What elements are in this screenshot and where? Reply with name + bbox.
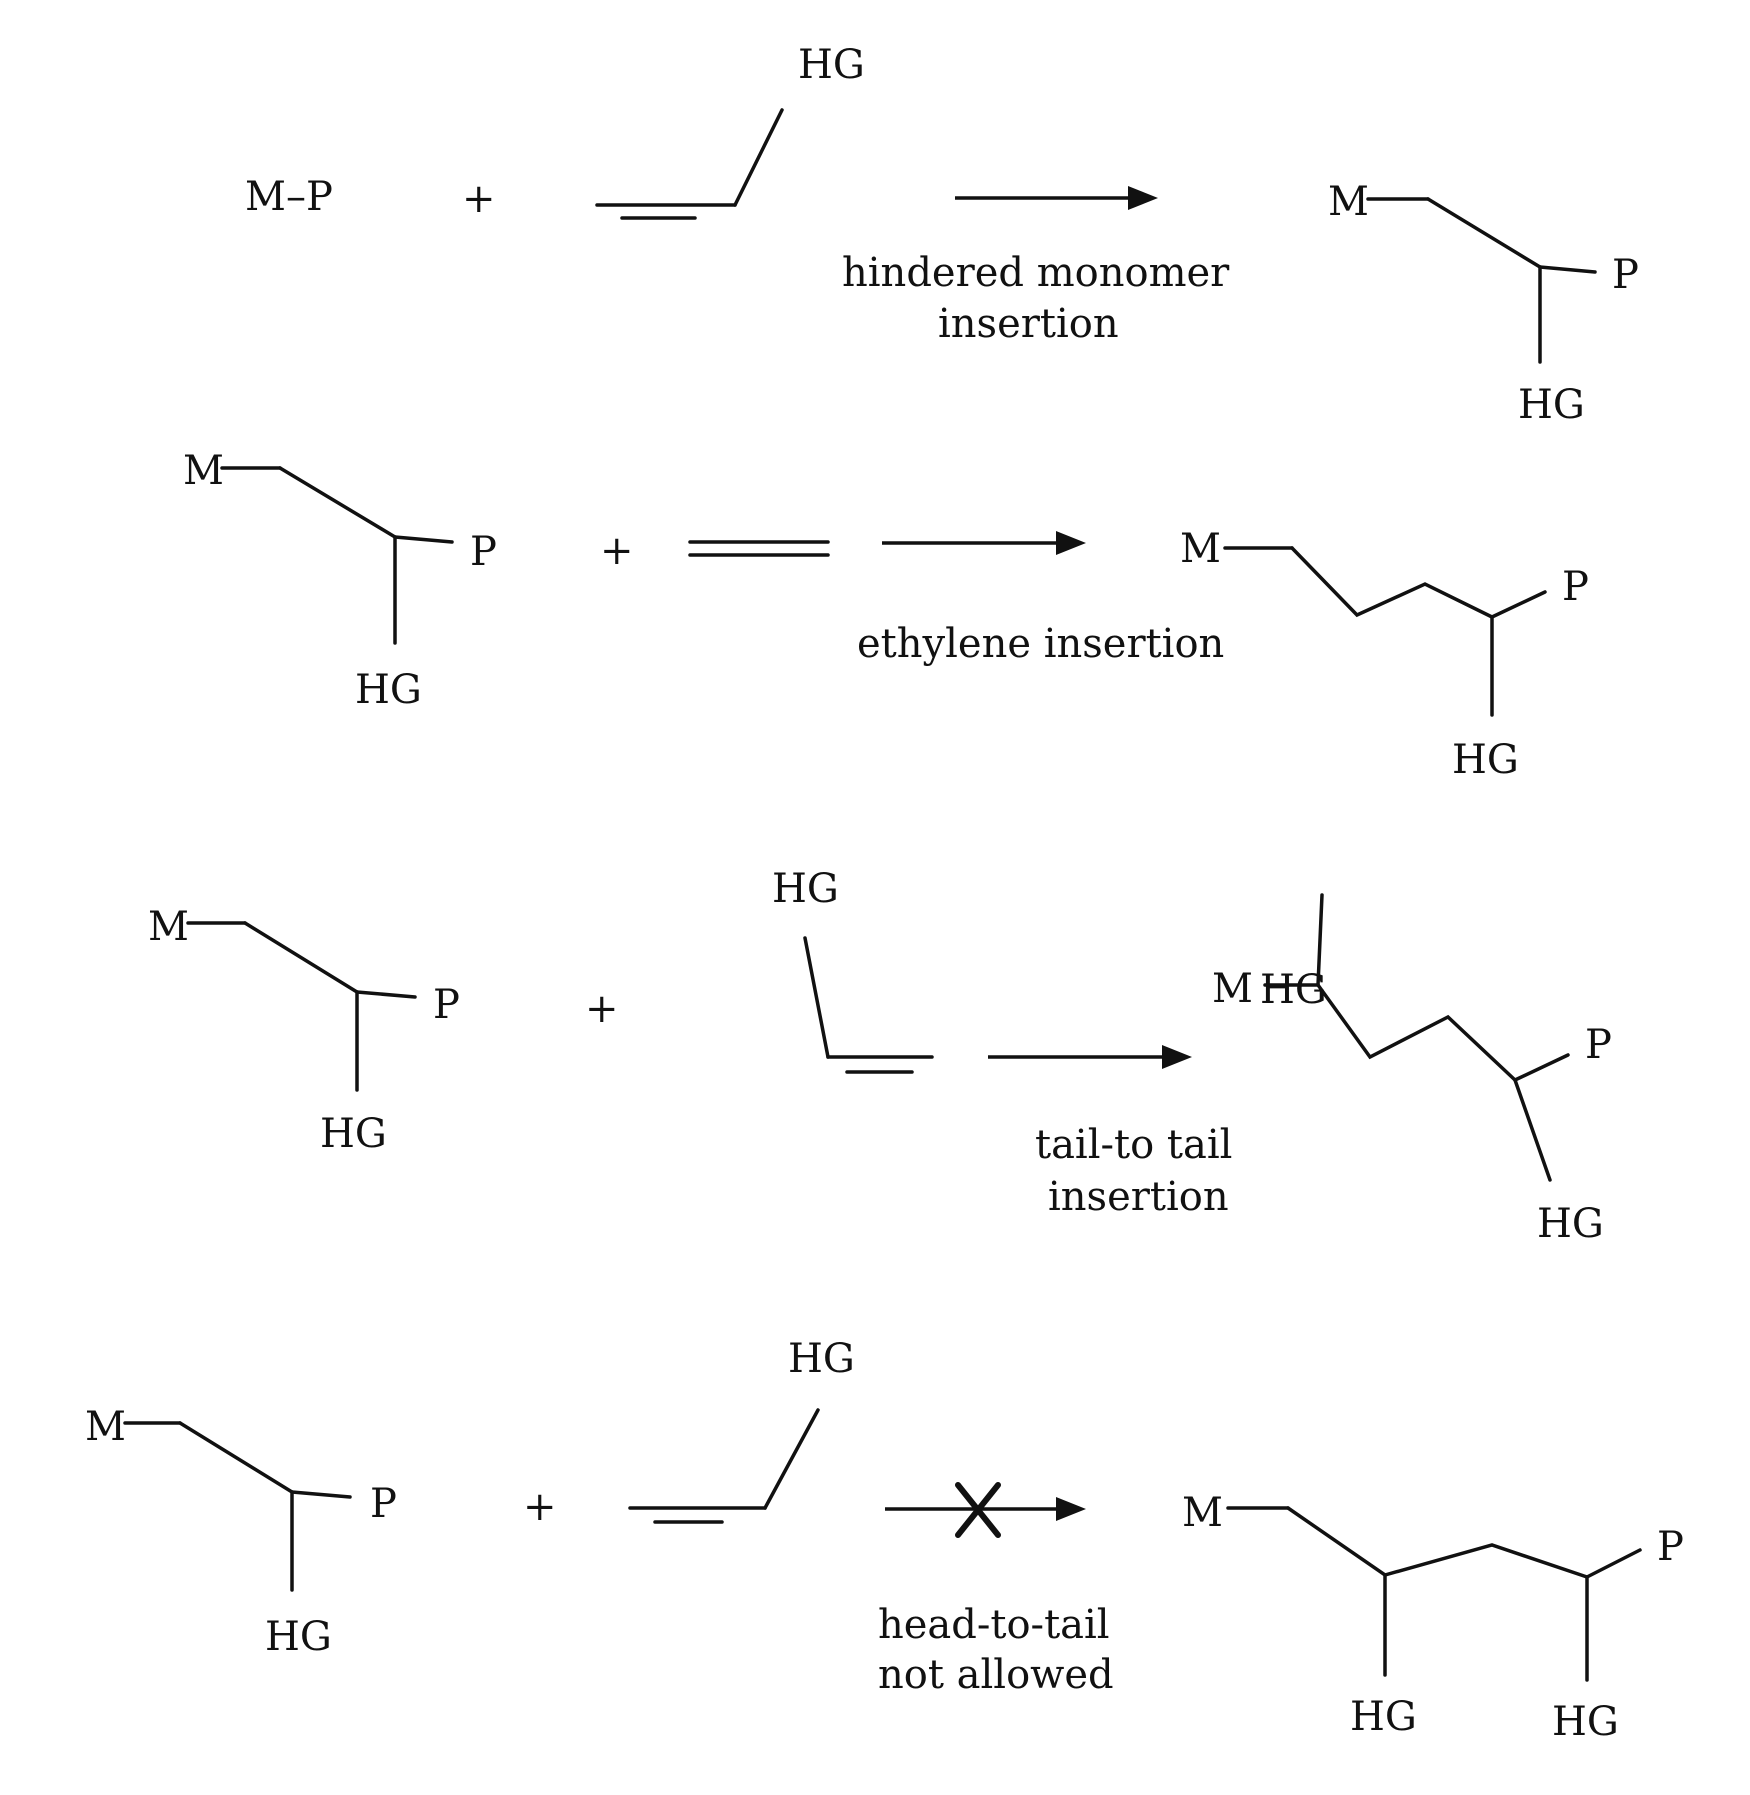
caption-line-1: head-to-tail: [878, 1602, 1110, 1648]
arrow-head: [1056, 1497, 1086, 1521]
product: HG M P HG: [1212, 895, 1612, 1247]
bond: [245, 923, 357, 992]
reaction-arrow: [955, 186, 1158, 210]
hg-label: HG: [1537, 1201, 1604, 1247]
hg-label: HG: [788, 1336, 855, 1382]
p-bond: [1492, 592, 1545, 617]
p-bond: [357, 992, 415, 997]
product: M P HG: [1180, 526, 1589, 783]
reaction-3: M P HG + HG tail-to tail insertion HG M: [148, 866, 1612, 1247]
hg-bond: [805, 938, 828, 1057]
product: M P HG HG: [1182, 1490, 1684, 1745]
p-label: P: [1612, 252, 1639, 298]
m-label: M: [85, 1404, 126, 1450]
reaction-4: M P HG + HG head-to-tail not allowed M: [85, 1336, 1684, 1745]
plus-sign: +: [523, 1484, 557, 1530]
product: M P HG: [1328, 179, 1639, 428]
p-label: P: [470, 529, 497, 575]
p-bond: [292, 1492, 350, 1497]
hg-label-2: HG: [1552, 1699, 1619, 1745]
p-label: P: [1657, 1524, 1684, 1570]
hg-label: HG: [1518, 382, 1585, 428]
m-label: M: [148, 904, 189, 950]
hindered-monomer: HG: [772, 866, 932, 1072]
hg-label-1: HG: [1350, 1694, 1417, 1740]
reaction-arrow: [988, 1045, 1192, 1069]
hg-label: HG: [320, 1111, 387, 1157]
reactant: M P HG: [183, 448, 497, 713]
arrow-head: [1056, 531, 1086, 555]
hg-label: HG: [355, 667, 422, 713]
p-bond: [1515, 1055, 1568, 1080]
plus-sign: +: [585, 986, 619, 1032]
ethylene: [690, 542, 828, 555]
chain: [1288, 1508, 1587, 1577]
hg-label: HG: [772, 866, 839, 912]
bond: [180, 1423, 292, 1492]
reactant-m-p: M–P: [245, 174, 333, 220]
m-label: M: [1180, 526, 1221, 572]
arrow-head: [1162, 1045, 1192, 1069]
p-bond: [1587, 1550, 1640, 1577]
p-bond: [1540, 267, 1595, 272]
m-label: M: [1212, 966, 1253, 1012]
caption-line-1: tail-to tail: [1035, 1122, 1232, 1168]
m-label: M: [183, 448, 224, 494]
hg-bond: [765, 1410, 818, 1508]
hg-label: HG: [265, 1614, 332, 1660]
reaction-2: M P HG + ethylene insertion M P HG: [183, 448, 1589, 783]
reactant: M P HG: [148, 904, 460, 1157]
m-label: M: [1328, 179, 1369, 225]
plus-sign: +: [600, 528, 634, 574]
chain: [1292, 548, 1492, 617]
p-label: P: [433, 982, 460, 1028]
hg-bond: [1515, 1080, 1550, 1180]
p-label: P: [1585, 1022, 1612, 1068]
reaction-arrow: [882, 531, 1086, 555]
hg-bond: [735, 110, 782, 205]
reaction-arrow-blocked: [885, 1485, 1086, 1535]
p-label: P: [1562, 564, 1589, 610]
hg-label: HG: [1452, 737, 1519, 783]
hg-label: HG: [798, 42, 865, 88]
caption-line-2: insertion: [1048, 1174, 1229, 1220]
hindered-monomer: HG: [630, 1336, 855, 1522]
reaction-1: M–P + HG hindered monomer insertion M P …: [245, 42, 1639, 428]
arrow-head: [1128, 186, 1158, 210]
chain: [1318, 985, 1515, 1080]
p-bond: [395, 537, 452, 542]
reactant: M P HG: [85, 1404, 397, 1660]
hindered-monomer: HG: [597, 42, 865, 218]
caption-line-2: insertion: [938, 301, 1119, 347]
plus-sign: +: [462, 176, 496, 222]
caption-line-2: not allowed: [878, 1652, 1114, 1698]
caption-line-1: ethylene insertion: [857, 621, 1224, 667]
caption-line-1: hindered monomer: [842, 250, 1230, 296]
p-label: P: [370, 1481, 397, 1527]
bond: [1428, 199, 1540, 267]
m-label: M: [1182, 1490, 1223, 1536]
bond: [280, 468, 395, 537]
